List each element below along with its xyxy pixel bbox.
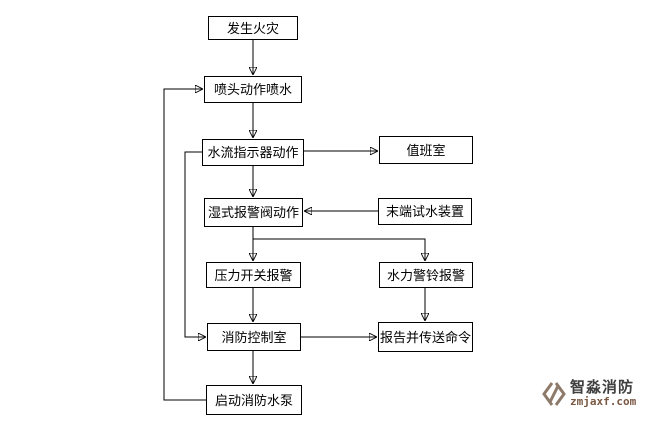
node-sprinkler: 喷头动作喷水: [204, 76, 302, 103]
node-pressure-switch: 压力开关报警: [206, 262, 301, 288]
node-wet-valve: 湿式报警阀动作: [204, 198, 303, 227]
brand-name: 智淼消防: [570, 379, 635, 397]
node-fire: 发生火灾: [208, 16, 298, 40]
brand-watermark: 智淼消防 zmjaxf.com: [541, 380, 636, 408]
node-report-command: 报告并传送命令: [378, 322, 473, 352]
brand-domain: zmjaxf.com: [570, 395, 637, 409]
node-start-pump: 启动消防水泵: [206, 385, 302, 415]
node-duty-room: 值班室: [379, 136, 473, 164]
edge-start-pump-loop-to-sprinkler: [163, 89, 206, 401]
edge-wet-valve-to-hydraulic-bell: [253, 238, 425, 261]
brand-logo-icon: [542, 382, 566, 406]
node-control-room: 消防控制室: [207, 323, 301, 351]
edge-flow-indicator-loop-to-control-room: [184, 151, 206, 337]
node-hydraulic-bell: 水力警铃报警: [379, 262, 473, 288]
node-flow-indicator: 水流指示器动作: [202, 139, 304, 166]
node-end-test: 末端试水装置: [378, 198, 472, 225]
